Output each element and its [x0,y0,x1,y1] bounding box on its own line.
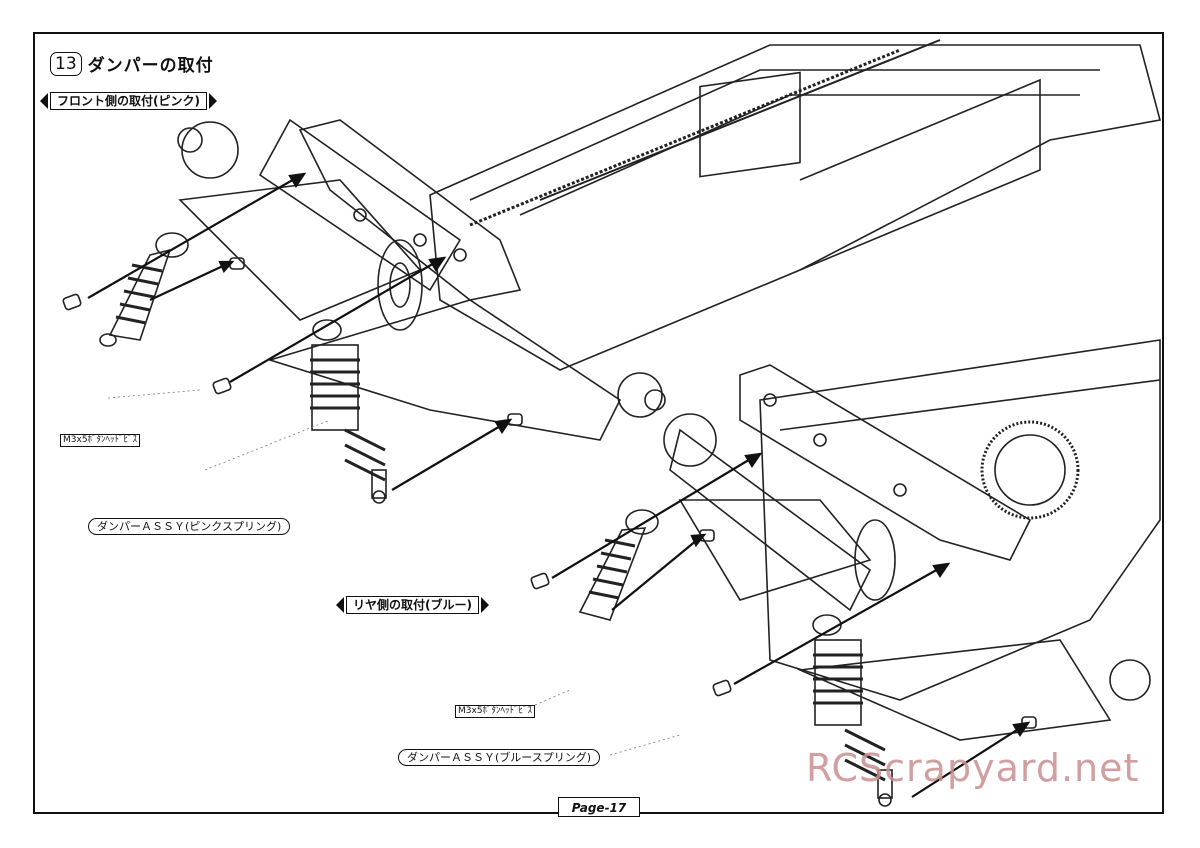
damper-assy-front-label: ダンパーＡＳＳＹ(ピンクスプリング) [88,518,291,535]
front-install-label: フロント側の取付(ピンク) [40,91,217,111]
page-number: Page-17 [558,797,640,817]
rear-damper-left [578,509,659,621]
rear-chassis-plate [759,339,1161,701]
arrow-right-icon [208,93,217,109]
rear-lower-arm [796,639,1112,741]
front-belt [469,48,901,227]
front-damper-right [310,319,387,504]
step-number: 13 [50,51,82,76]
assembly-arrows [87,172,1031,798]
watermark: RCScrapyard.net [806,746,1140,790]
step-title: ダンパーの取付 [87,56,214,76]
step-heading: 13 ダンパーの取付 [50,51,214,76]
arrow-left-icon [336,597,344,613]
screw-label-front: M3x5ﾎﾞﾀﾝﾍｯﾄﾞﾋﾞｽ [60,434,141,447]
front-shock-tower [298,119,522,301]
front-damper-left [99,232,189,347]
rear-upper-arm [669,428,872,612]
rear-shock-tower [739,364,1032,561]
arrow-left-icon [40,93,48,109]
front-upper-arm [258,118,462,292]
rear-install-label: リヤ側の取付(ブルー) [336,595,489,615]
screw-label-rear: M3x5ﾎﾞﾀﾝﾍｯﾄﾞﾋﾞｽ [455,705,536,718]
battery-box [699,71,801,178]
damper-assy-rear-label: ダンパーＡＳＳＹ(ブルースプリング) [398,749,601,766]
front-lower-arm [267,299,622,441]
front-chassis-plate [429,44,1161,371]
screw-icons [62,257,1037,729]
arrow-right-icon [480,597,489,613]
